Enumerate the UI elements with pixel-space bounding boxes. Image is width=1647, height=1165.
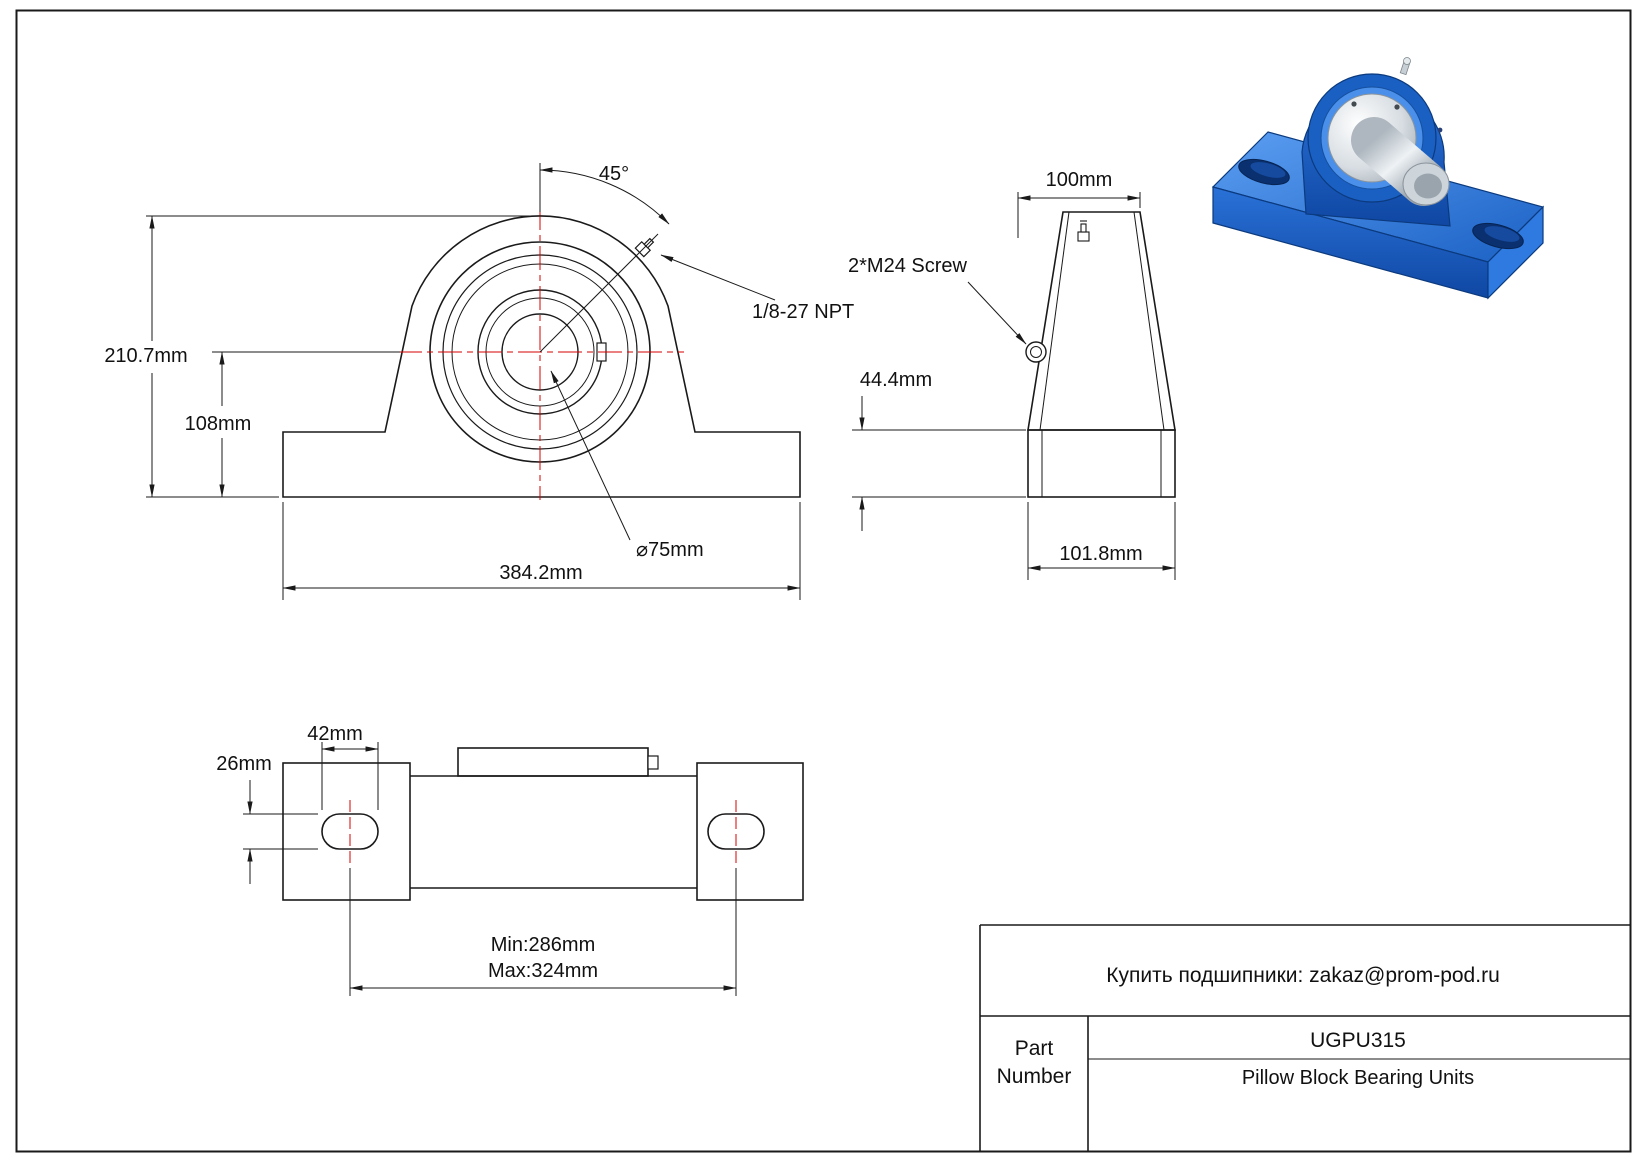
dim-center-height: 108mm bbox=[185, 351, 400, 498]
iso-set-screw-dot bbox=[1394, 104, 1400, 110]
dim-bolt-spacing: Min:286mm Max:324mm bbox=[349, 868, 737, 996]
part-label-line1: Part bbox=[1015, 1037, 1054, 1060]
side-base-height-label: 44.4mm bbox=[860, 369, 932, 391]
side-top-width-label: 100mm bbox=[1046, 169, 1113, 191]
iso-bolt-slot bbox=[1238, 158, 1524, 250]
contact-text: Купить подшипники: zakaz@prom-pod.ru bbox=[1106, 964, 1500, 987]
housing-outline bbox=[282, 215, 801, 498]
housing-boss bbox=[457, 747, 649, 777]
dim-npt: 1/8-27 NPT bbox=[660, 254, 854, 323]
title-block: Купить подшипники: zakaz@prom-pod.ru Par… bbox=[979, 924, 1630, 1151]
part-description: Pillow Block Bearing Units bbox=[1242, 1067, 1474, 1089]
base-width-label: 384.2mm bbox=[499, 562, 582, 584]
part-label-line2: Number bbox=[997, 1065, 1072, 1088]
side-tower-outline bbox=[1027, 211, 1176, 431]
sheet-border bbox=[15, 9, 1632, 1153]
side-base-outline bbox=[1027, 429, 1176, 498]
iso-shaft-bore bbox=[1414, 173, 1442, 199]
dim-m24-screw: 2*M24 Screw bbox=[848, 255, 1027, 345]
m24-screw-label: 2*M24 Screw bbox=[848, 255, 967, 277]
iso-detail-dot bbox=[1437, 127, 1443, 133]
iso-3d-view bbox=[1211, 57, 1545, 300]
angle-45-label: 45° bbox=[599, 163, 629, 185]
iso-base-right bbox=[1487, 205, 1544, 300]
left-foot-plate bbox=[282, 762, 411, 901]
slot-centerlines bbox=[349, 800, 737, 864]
dim-slot-length: 42mm bbox=[307, 723, 379, 810]
side-view: 100mm 2*M24 Screw 44.4mm 101.8mm bbox=[848, 169, 1176, 580]
dim-side-base-height: 44.4mm bbox=[852, 369, 1026, 531]
part-number-value: UGPU315 bbox=[1310, 1029, 1406, 1052]
bolt-max-label: Max:324mm bbox=[488, 960, 598, 982]
slot-width-label: 26mm bbox=[216, 753, 272, 775]
npt-label: 1/8-27 NPT bbox=[752, 301, 854, 323]
iso-grease-nipple bbox=[1399, 57, 1411, 76]
dim-bore: ⌀75mm bbox=[550, 370, 704, 561]
front-view: 45° 210.7mm 108mm 384.2mm ⌀75mm bbox=[104, 163, 854, 600]
dim-slot-width: 26mm bbox=[216, 753, 318, 884]
m24-screw-hole bbox=[1025, 341, 1047, 363]
grease-fitting-side bbox=[1077, 220, 1090, 242]
bolt-min-label: Min:286mm bbox=[491, 934, 595, 956]
left-bolt-slot bbox=[321, 813, 379, 850]
dim-side-top-width: 100mm bbox=[1017, 169, 1141, 238]
bottom-view: 42mm 26mm Min:286mm Max:324mm bbox=[216, 723, 804, 996]
boss-nipple bbox=[647, 755, 659, 770]
right-bolt-slot bbox=[707, 813, 765, 850]
overall-height-label: 210.7mm bbox=[104, 345, 187, 367]
side-base-width-label: 101.8mm bbox=[1059, 543, 1142, 565]
right-foot-plate bbox=[696, 762, 804, 901]
slot-length-label: 42mm bbox=[307, 723, 363, 745]
dim-overall-height: 210.7mm bbox=[104, 215, 548, 498]
centerlines bbox=[398, 206, 684, 500]
dim-angle-45: 45° bbox=[539, 163, 670, 353]
center-height-label: 108mm bbox=[185, 413, 252, 435]
iso-set-screw-dot bbox=[1351, 101, 1357, 107]
dim-side-base-width: 101.8mm bbox=[1027, 502, 1176, 580]
dim-base-width: 384.2mm bbox=[282, 502, 801, 600]
bore-label: ⌀75mm bbox=[636, 539, 704, 561]
